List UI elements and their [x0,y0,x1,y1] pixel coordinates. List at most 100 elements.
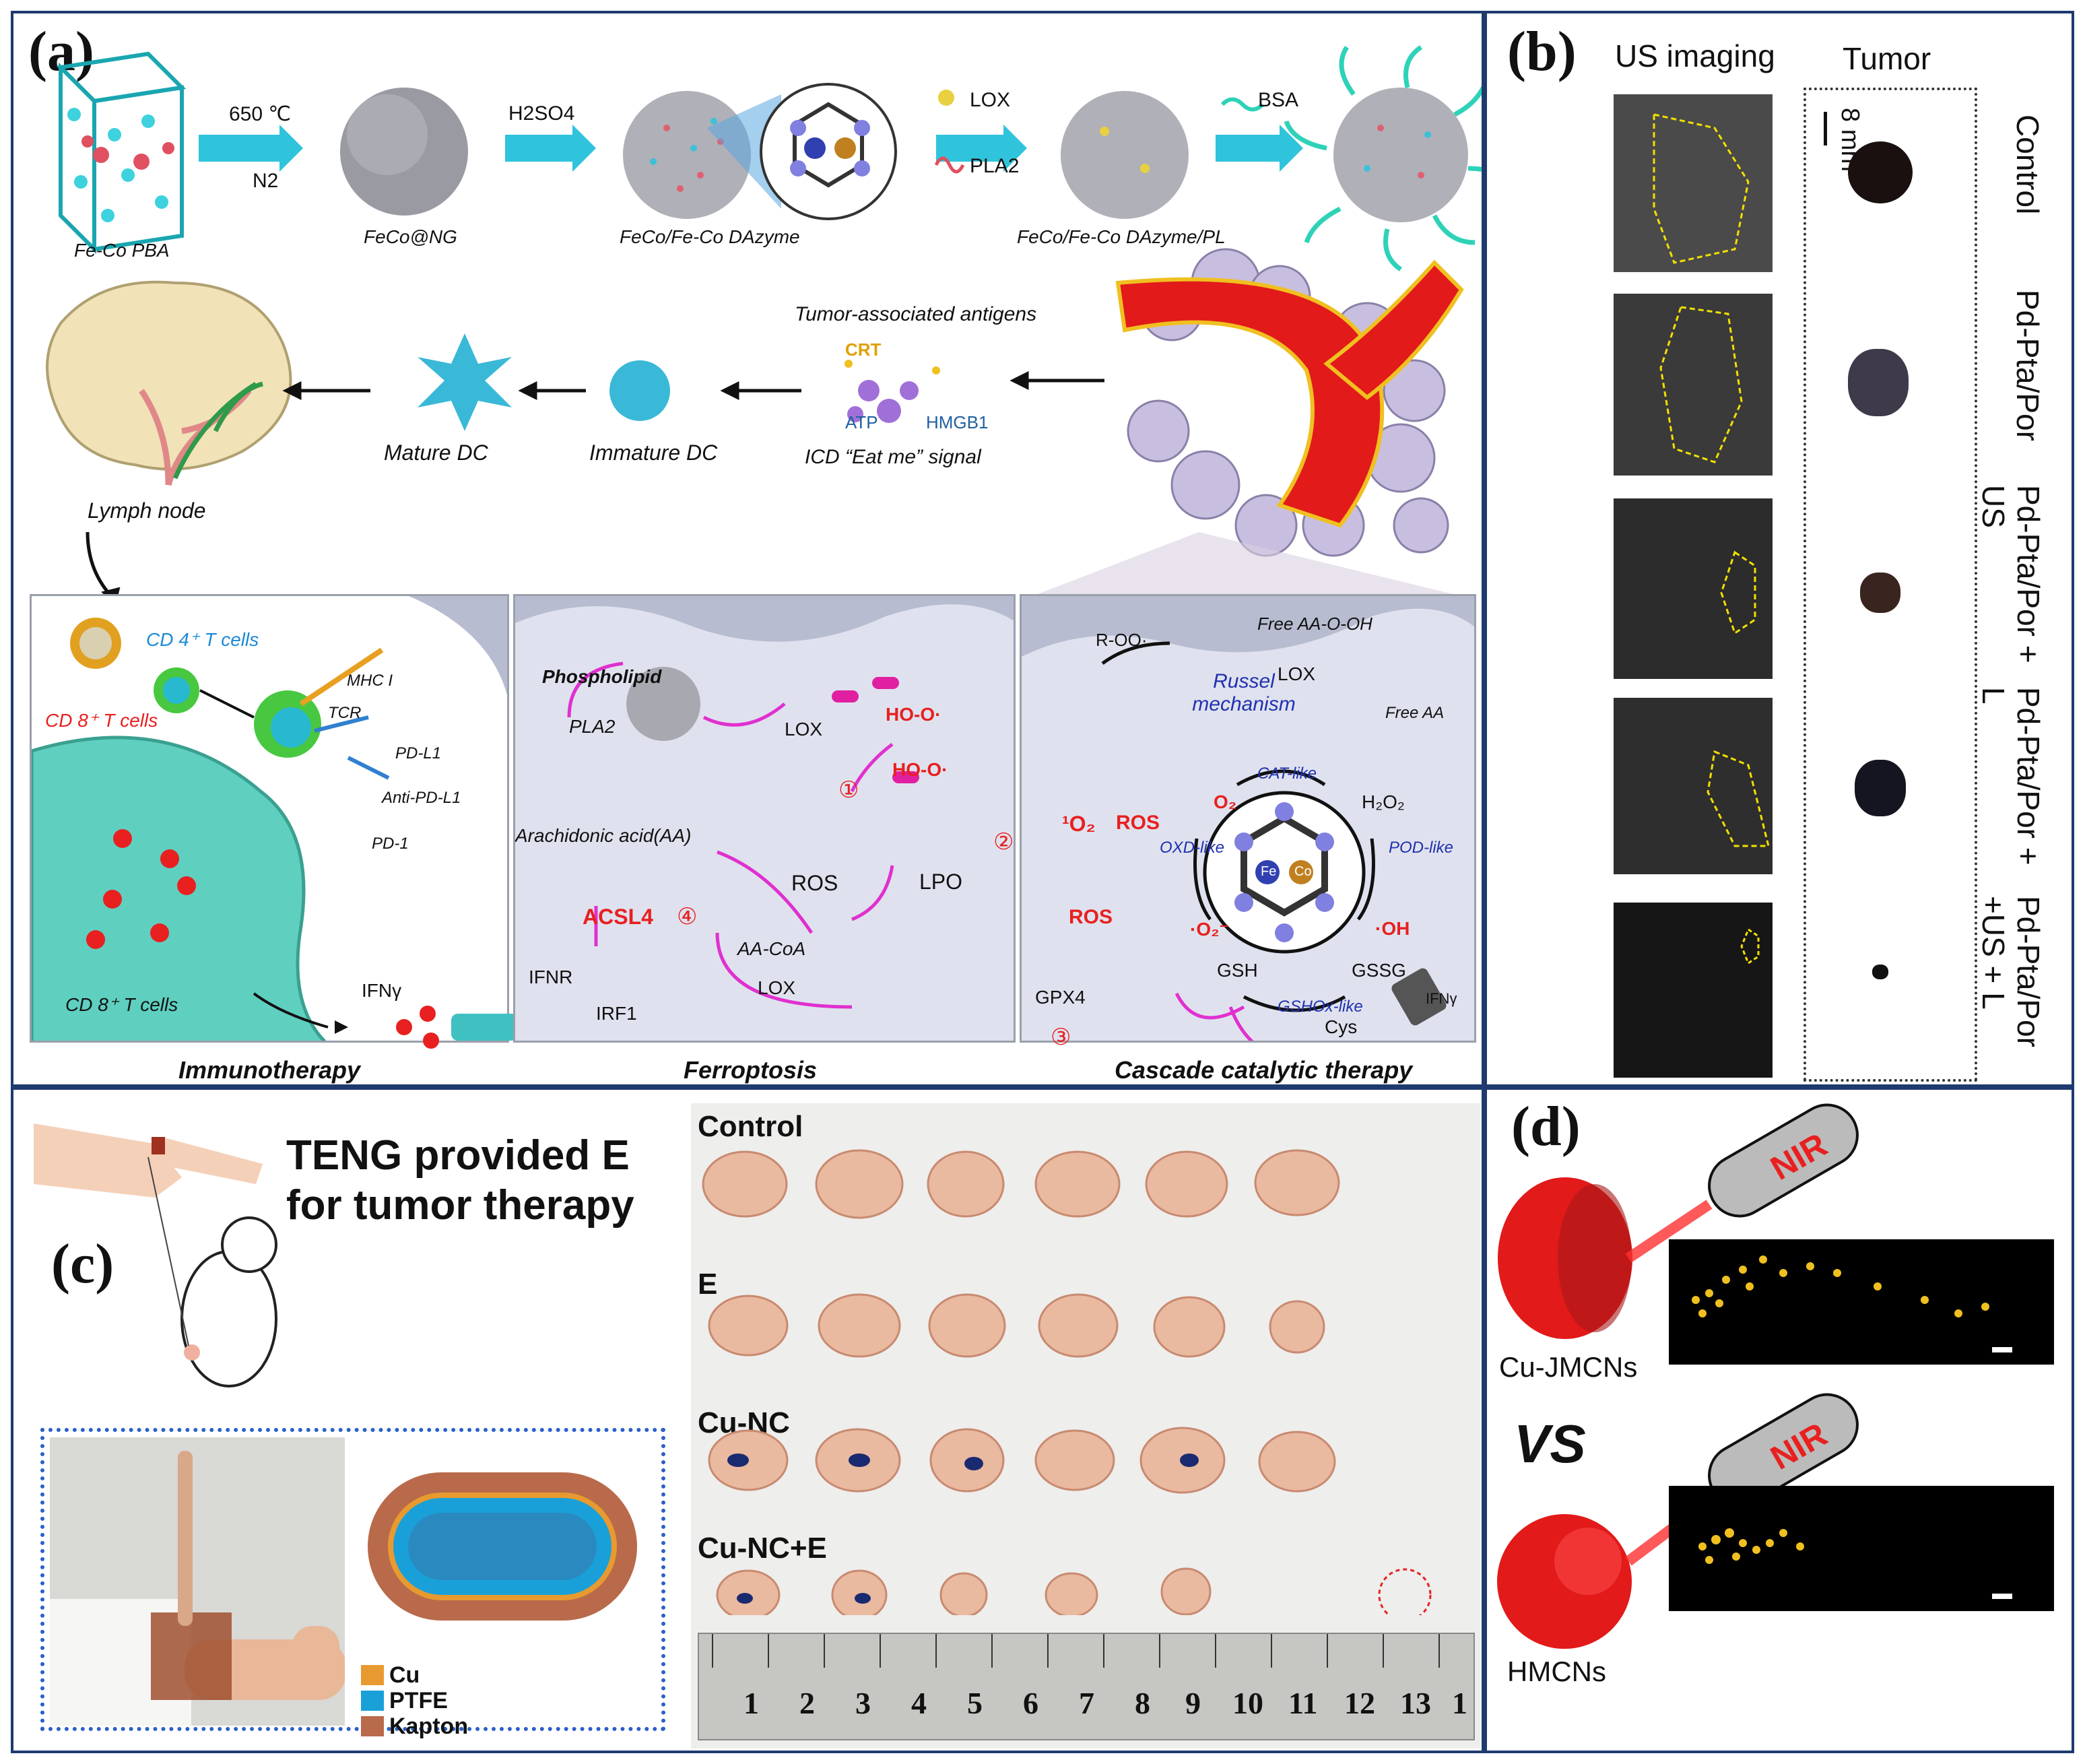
teng-device-diagram [368,1472,637,1621]
ruler-7: 7 [1079,1686,1094,1720]
o2-label: O₂ [1214,791,1237,812]
lymph-node-label: Lymph node [88,498,206,523]
russel-label: Russel mechanism [1192,670,1296,715]
us-image-4 [1614,698,1773,874]
cys-label: Cys [1325,1016,1358,1037]
temp-label: 650 ℃ [229,103,292,125]
aa-label: Arachidonic acid(AA) [515,825,692,846]
group-label-2: Pd-Pta/Por [2010,290,2045,441]
wrist-photo [50,1437,345,1726]
irf1-label: IRF1 [596,1003,637,1024]
ruler-6: 6 [1023,1686,1038,1720]
fe-label: Fe [1261,864,1277,879]
ferroptosis-title: Ferroptosis [684,1056,818,1084]
icd-label: ICD “Eat me” signal [805,446,981,468]
tumor-4 [1855,760,1906,816]
panel-c-label: (c) [51,1233,114,1295]
immune-flow-graphics [46,248,1475,606]
ruler-4: 4 [911,1686,927,1720]
step-1: ① [838,777,859,803]
superoxide-label: ·O₂⁻ [1190,919,1230,940]
pod-like-label: POD-like [1389,839,1454,857]
step-4: ④ [677,904,698,929]
legend-cu: Cu [389,1662,420,1688]
bsa-label: BSA [1258,89,1299,111]
oxd-like-label: OXD-like [1160,839,1225,857]
us-image-5 [1614,903,1773,1078]
us-imaging-header: US imaging [1615,38,1775,73]
tumor-grid [702,1149,1432,1615]
tumor-photo: Control E Cu-NC Cu-NC+E [691,1103,1480,1749]
pla2-label-f: PLA2 [569,716,616,737]
us-image-1 [1614,94,1773,272]
tumor-header: Tumor [1843,41,1931,76]
hoo-label-1: HO-O· [886,704,941,725]
legend-swatch-ptfe [361,1691,384,1711]
ros-label-c2: ROS [1069,906,1113,928]
cd8-label: CD 8⁺ T cells [45,710,158,731]
ruler-8: 8 [1135,1686,1150,1720]
step-2: ② [993,829,1014,855]
ifnr-label: IFNR [529,967,573,987]
lymph-node [46,280,292,486]
immature-dc-label: Immature DC [589,440,718,465]
legend-swatch-cu [361,1665,384,1685]
crt-label: CRT [845,339,882,360]
ros-label-f: ROS [791,871,838,895]
gssg-label: GSSG [1352,960,1406,981]
scale-bar [1824,112,1827,145]
device-inset: Cu PTFE Kapton [40,1428,665,1739]
lox-label: LOX [970,89,1011,111]
tumor-2 [1848,349,1909,416]
step-3: ③ [1051,1024,1071,1050]
ruler-3: 3 [855,1686,871,1720]
hmgb1-label: HMGB1 [926,412,989,432]
cascade-graphics [1022,596,1474,1041]
panel-a: (a) [11,11,1484,1087]
vs-label: VS [1514,1414,1586,1474]
panel-c: (c) TENG provided E for tumor therapy [11,1087,1484,1753]
ruler: 1 2 3 4 5 6 7 8 9 10 11 12 13 1 [698,1633,1475,1740]
dazyme-zoom-circle [760,83,897,220]
roo-label: R-OO· [1096,630,1148,650]
phospholipid-label: Phospholipid [542,666,662,687]
cascade-box: R-OO· Free AA-O-OH Russel mechanism LOX … [1020,594,1476,1043]
ruler-12: 12 [1344,1686,1375,1720]
pdl1-label: PD-L1 [395,744,442,762]
bsa-sphere [1284,45,1482,271]
hoo-label-2: HO-O· [892,759,948,780]
panel-b-label: (b) [1507,20,1577,83]
legend-swatch-kapton [361,1716,384,1736]
fluorescence-image-1 [1669,1239,2054,1365]
dazyme-label: FeCo/Fe-Co DAzyme [620,226,800,247]
free-aa-label: Free AA [1385,704,1445,722]
fe-co-pba-cube [56,51,187,255]
atp-label: ATP [845,412,878,432]
ruler-1: 1 [743,1686,759,1720]
cascade-title: Cascade catalytic therapy [1115,1056,1413,1084]
h2so4-label: H2SO4 [508,102,575,125]
group-label-4: Pd-Pta/Por + L [1976,687,2046,865]
ruler-9: 9 [1185,1686,1201,1720]
cd4-label: CD 4⁺ T cells [146,629,259,650]
immunotherapy-box: CD 4⁺ T cells CD 8⁺ T cells MHC I TCR PD… [30,594,509,1043]
gpx4-label: GPX4 [1035,987,1086,1008]
ruler-11: 11 [1288,1686,1318,1720]
gshox-label: GSHOx-like [1278,998,1363,1016]
tumor-column [1803,88,1977,1082]
tcr-label: TCR [328,704,362,722]
immunotherapy-title: Immunotherapy [178,1056,361,1084]
mature-dc-label: Mature DC [384,440,488,465]
gsh-label: GSH [1217,960,1258,981]
h2o2-label: H₂O₂ [1362,791,1405,812]
row-label-cunce: Cu-NC+E [698,1532,827,1565]
lox2-label: LOX [758,977,796,998]
lox-label-c: LOX [1278,663,1316,684]
row-label-control: Control [698,1110,803,1143]
us-image-2 [1614,294,1773,476]
teng-title-line2: for tumor therapy [286,1182,634,1229]
ruler-14: 1 [1452,1686,1467,1720]
teng-title-line1: TENG provided E [286,1132,630,1179]
tumor-3 [1860,573,1900,613]
mhc-label: MHC I [347,672,393,690]
